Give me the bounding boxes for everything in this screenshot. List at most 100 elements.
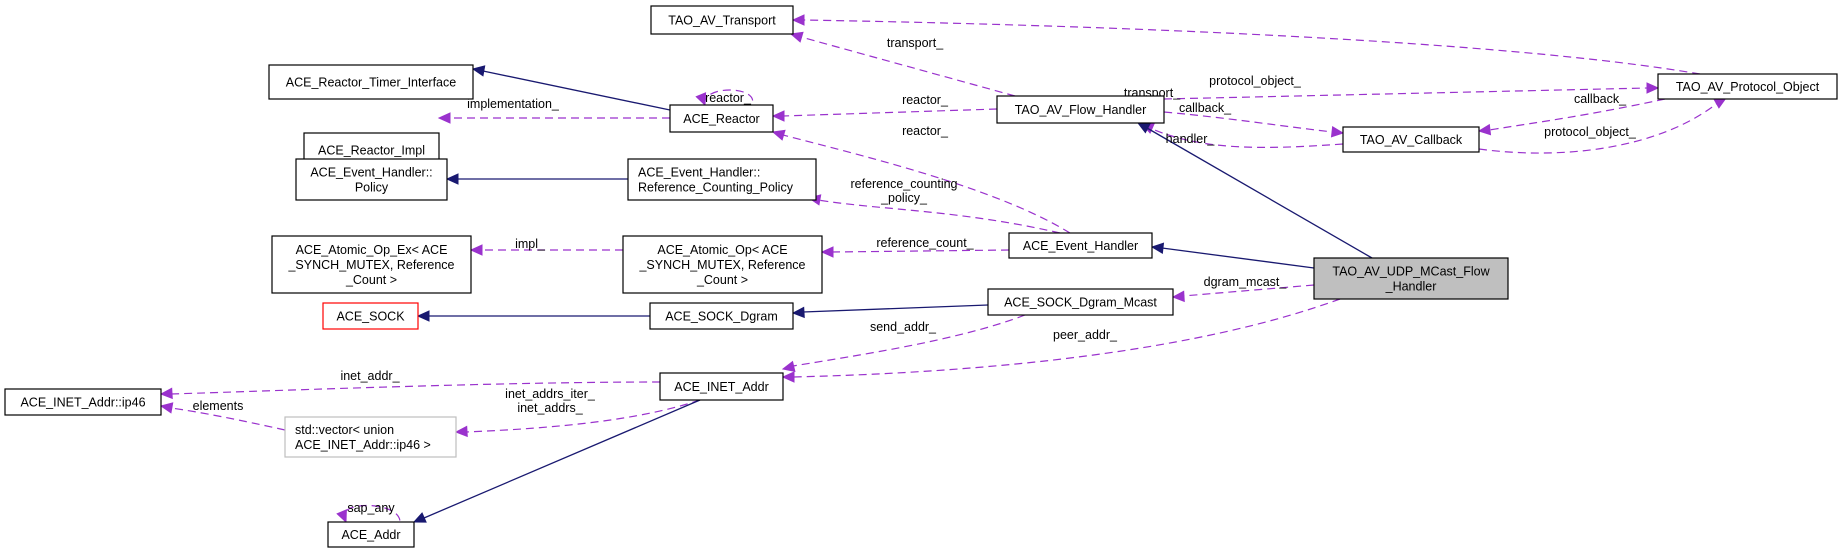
edge-label-reactor-self: reactor_ [705, 91, 752, 105]
reactor-eh-arrowhead-icon [771, 129, 786, 141]
edge-label-callback-po: callback_ [1574, 92, 1627, 106]
edge-label-dgram-mcast: dgram_mcast_ [1204, 275, 1288, 289]
node-label: _Count > [696, 273, 748, 287]
class-node-vector-ip46[interactable]: std::vector< union ACE_INET_Addr::ip46 > [284, 416, 457, 458]
node-box [1313, 257, 1509, 300]
inet-addr-addr-inheritance [423, 399, 701, 519]
node-box [327, 521, 415, 548]
node-label: ACE_SOCK_Dgram [665, 310, 778, 324]
reactor-eh-edge [782, 134, 1071, 234]
node-label: _SYNCH_MUTEX, Reference [287, 258, 454, 272]
class-node-atomic-op-ex[interactable]: ACE_Atomic_Op_Ex< ACE_SYNCH_MUTEX, Refer… [271, 235, 472, 294]
node-label: Reference_Counting_Policy [638, 181, 794, 195]
node-box [1657, 73, 1838, 100]
sock-arrowhead-icon [416, 310, 430, 322]
node-label: ACE_Reactor [683, 112, 759, 126]
flow-handler-inheritance [1146, 127, 1373, 259]
edge-label-sap-any: sap_any [347, 501, 395, 515]
node-label: TAO_AV_UDP_MCast_Flow [1332, 265, 1490, 279]
protocol-object-cb-edge [1478, 100, 1721, 154]
class-node-timer-iface[interactable]: ACE_Reactor_Timer_Interface [268, 64, 474, 100]
peer-addr-edge [792, 298, 1341, 378]
node-label: ACE_Event_Handler [1023, 239, 1138, 253]
reactor-fh-arrowhead-icon [771, 110, 785, 122]
rc-policy-edge [817, 199, 1061, 234]
class-node-policy[interactable]: ACE_Event_Handler::Policy [295, 158, 448, 201]
class-node-inet-addr[interactable]: ACE_INET_Addr [659, 372, 784, 401]
class-node-transport[interactable]: TAO_AV_Transport [650, 5, 794, 35]
event-handler-arrowhead-icon [1150, 242, 1165, 255]
reference-count-edge [831, 249, 1010, 253]
node-label: ACE_Atomic_Op_Ex< ACE [296, 243, 448, 257]
edge-label-reference-count: reference_count_ [876, 236, 974, 250]
node-box [295, 158, 448, 201]
edge-label-reactor-eh: reactor_ [902, 124, 949, 138]
node-label: ACE_Reactor_Impl [318, 144, 425, 158]
node-box [1342, 126, 1480, 153]
edge-label-send-addr: send_addr_ [870, 320, 937, 334]
edge-label-rc-policy: _policy_ [880, 191, 928, 205]
node-label: TAO_AV_Flow_Handler [1015, 103, 1147, 117]
class-node-addr[interactable]: ACE_Addr [327, 521, 415, 548]
edges-layer [159, 14, 1728, 524]
node-label: std::vector< union [295, 423, 394, 437]
class-node-sock[interactable]: ACE_SOCK [322, 302, 419, 330]
class-node-udp-mcast[interactable]: TAO_AV_UDP_MCast_Flow_Handler [1313, 257, 1509, 300]
edge-label-protocol-object-cb: protocol_object_ [1544, 125, 1637, 139]
edge-label-inet-addrs: inet_addrs_ [517, 401, 583, 415]
node-box [649, 302, 794, 330]
class-node-sock-dgram[interactable]: ACE_SOCK_Dgram [649, 302, 794, 330]
elements-arrowhead-icon [159, 402, 174, 414]
edge-labels-layer: transport_transport_reactor_implementati… [193, 36, 1637, 515]
node-box [284, 416, 457, 458]
node-label: ACE_Event_Handler:: [638, 166, 760, 180]
transport-fh-arrowhead-icon [789, 31, 804, 43]
sock-dgram-arrowhead-icon [791, 306, 805, 319]
node-label: TAO_AV_Protocol_Object [1676, 80, 1820, 94]
node-box [1008, 232, 1153, 259]
edge-label-handler: handler_ [1166, 132, 1216, 146]
event-handler-inheritance [1161, 247, 1315, 269]
dgram-mcast-edge [1182, 284, 1315, 297]
nodes-layer: TAO_AV_TransportACE_Reactor_Timer_Interf… [4, 5, 1838, 548]
class-node-ip46[interactable]: ACE_INET_Addr::ip46 [4, 388, 162, 416]
policy-arrowhead-icon [445, 173, 459, 185]
reactor-fh-edge [782, 108, 998, 117]
node-label: ACE_Event_Handler:: [310, 166, 432, 180]
handler-edge [1149, 127, 1344, 149]
node-box [627, 158, 817, 201]
inet-addr-addr-arrowhead-icon [412, 512, 427, 523]
class-node-event-handler[interactable]: ACE_Event_Handler [1008, 232, 1153, 259]
class-node-atomic-op[interactable]: ACE_Atomic_Op< ACE_SYNCH_MUTEX, Referenc… [622, 235, 823, 294]
inet-addrs-arrowhead-icon [454, 425, 468, 438]
node-label: ACE_INET_Addr [674, 380, 768, 394]
callback-fh-arrowhead-icon [1330, 125, 1345, 138]
class-node-callback[interactable]: TAO_AV_Callback [1342, 126, 1480, 153]
protocol-object-fh-arrowhead-icon [1646, 82, 1660, 94]
edge-label-protocol-object-fh: protocol_object_ [1209, 74, 1302, 88]
node-label: ACE_Reactor_Timer_Interface [286, 76, 456, 90]
class-node-rc-policy[interactable]: ACE_Event_Handler::Reference_Counting_Po… [627, 158, 817, 201]
node-box [271, 235, 472, 294]
sock-dgram-inheritance [802, 304, 989, 313]
node-label: TAO_AV_Transport [668, 14, 776, 28]
impl-arrowhead-icon [469, 244, 483, 256]
node-box [659, 372, 784, 401]
edge-label-impl: impl_ [515, 237, 546, 251]
callback-fh-edge [1163, 111, 1334, 133]
node-label: ACE_INET_Addr::ip46 > [295, 438, 431, 452]
sap-any-self-arrowhead-icon [336, 509, 347, 524]
node-label: ACE_Addr [341, 528, 400, 542]
node-box [996, 95, 1165, 124]
timer-inheritance [482, 70, 671, 111]
class-node-flow-handler[interactable]: TAO_AV_Flow_Handler [996, 95, 1165, 124]
class-node-reactor[interactable]: ACE_Reactor [669, 104, 774, 133]
node-label: TAO_AV_Callback [1360, 133, 1463, 147]
edge-label-inet-addrs: inet_addrs_iter_ [505, 387, 596, 401]
node-box [650, 5, 794, 35]
class-node-sock-dgram-mcast[interactable]: ACE_SOCK_Dgram_Mcast [987, 288, 1174, 316]
node-box [4, 388, 162, 416]
class-node-protocol-object[interactable]: TAO_AV_Protocol_Object [1657, 73, 1838, 100]
node-label: _SYNCH_MUTEX, Reference [638, 258, 805, 272]
